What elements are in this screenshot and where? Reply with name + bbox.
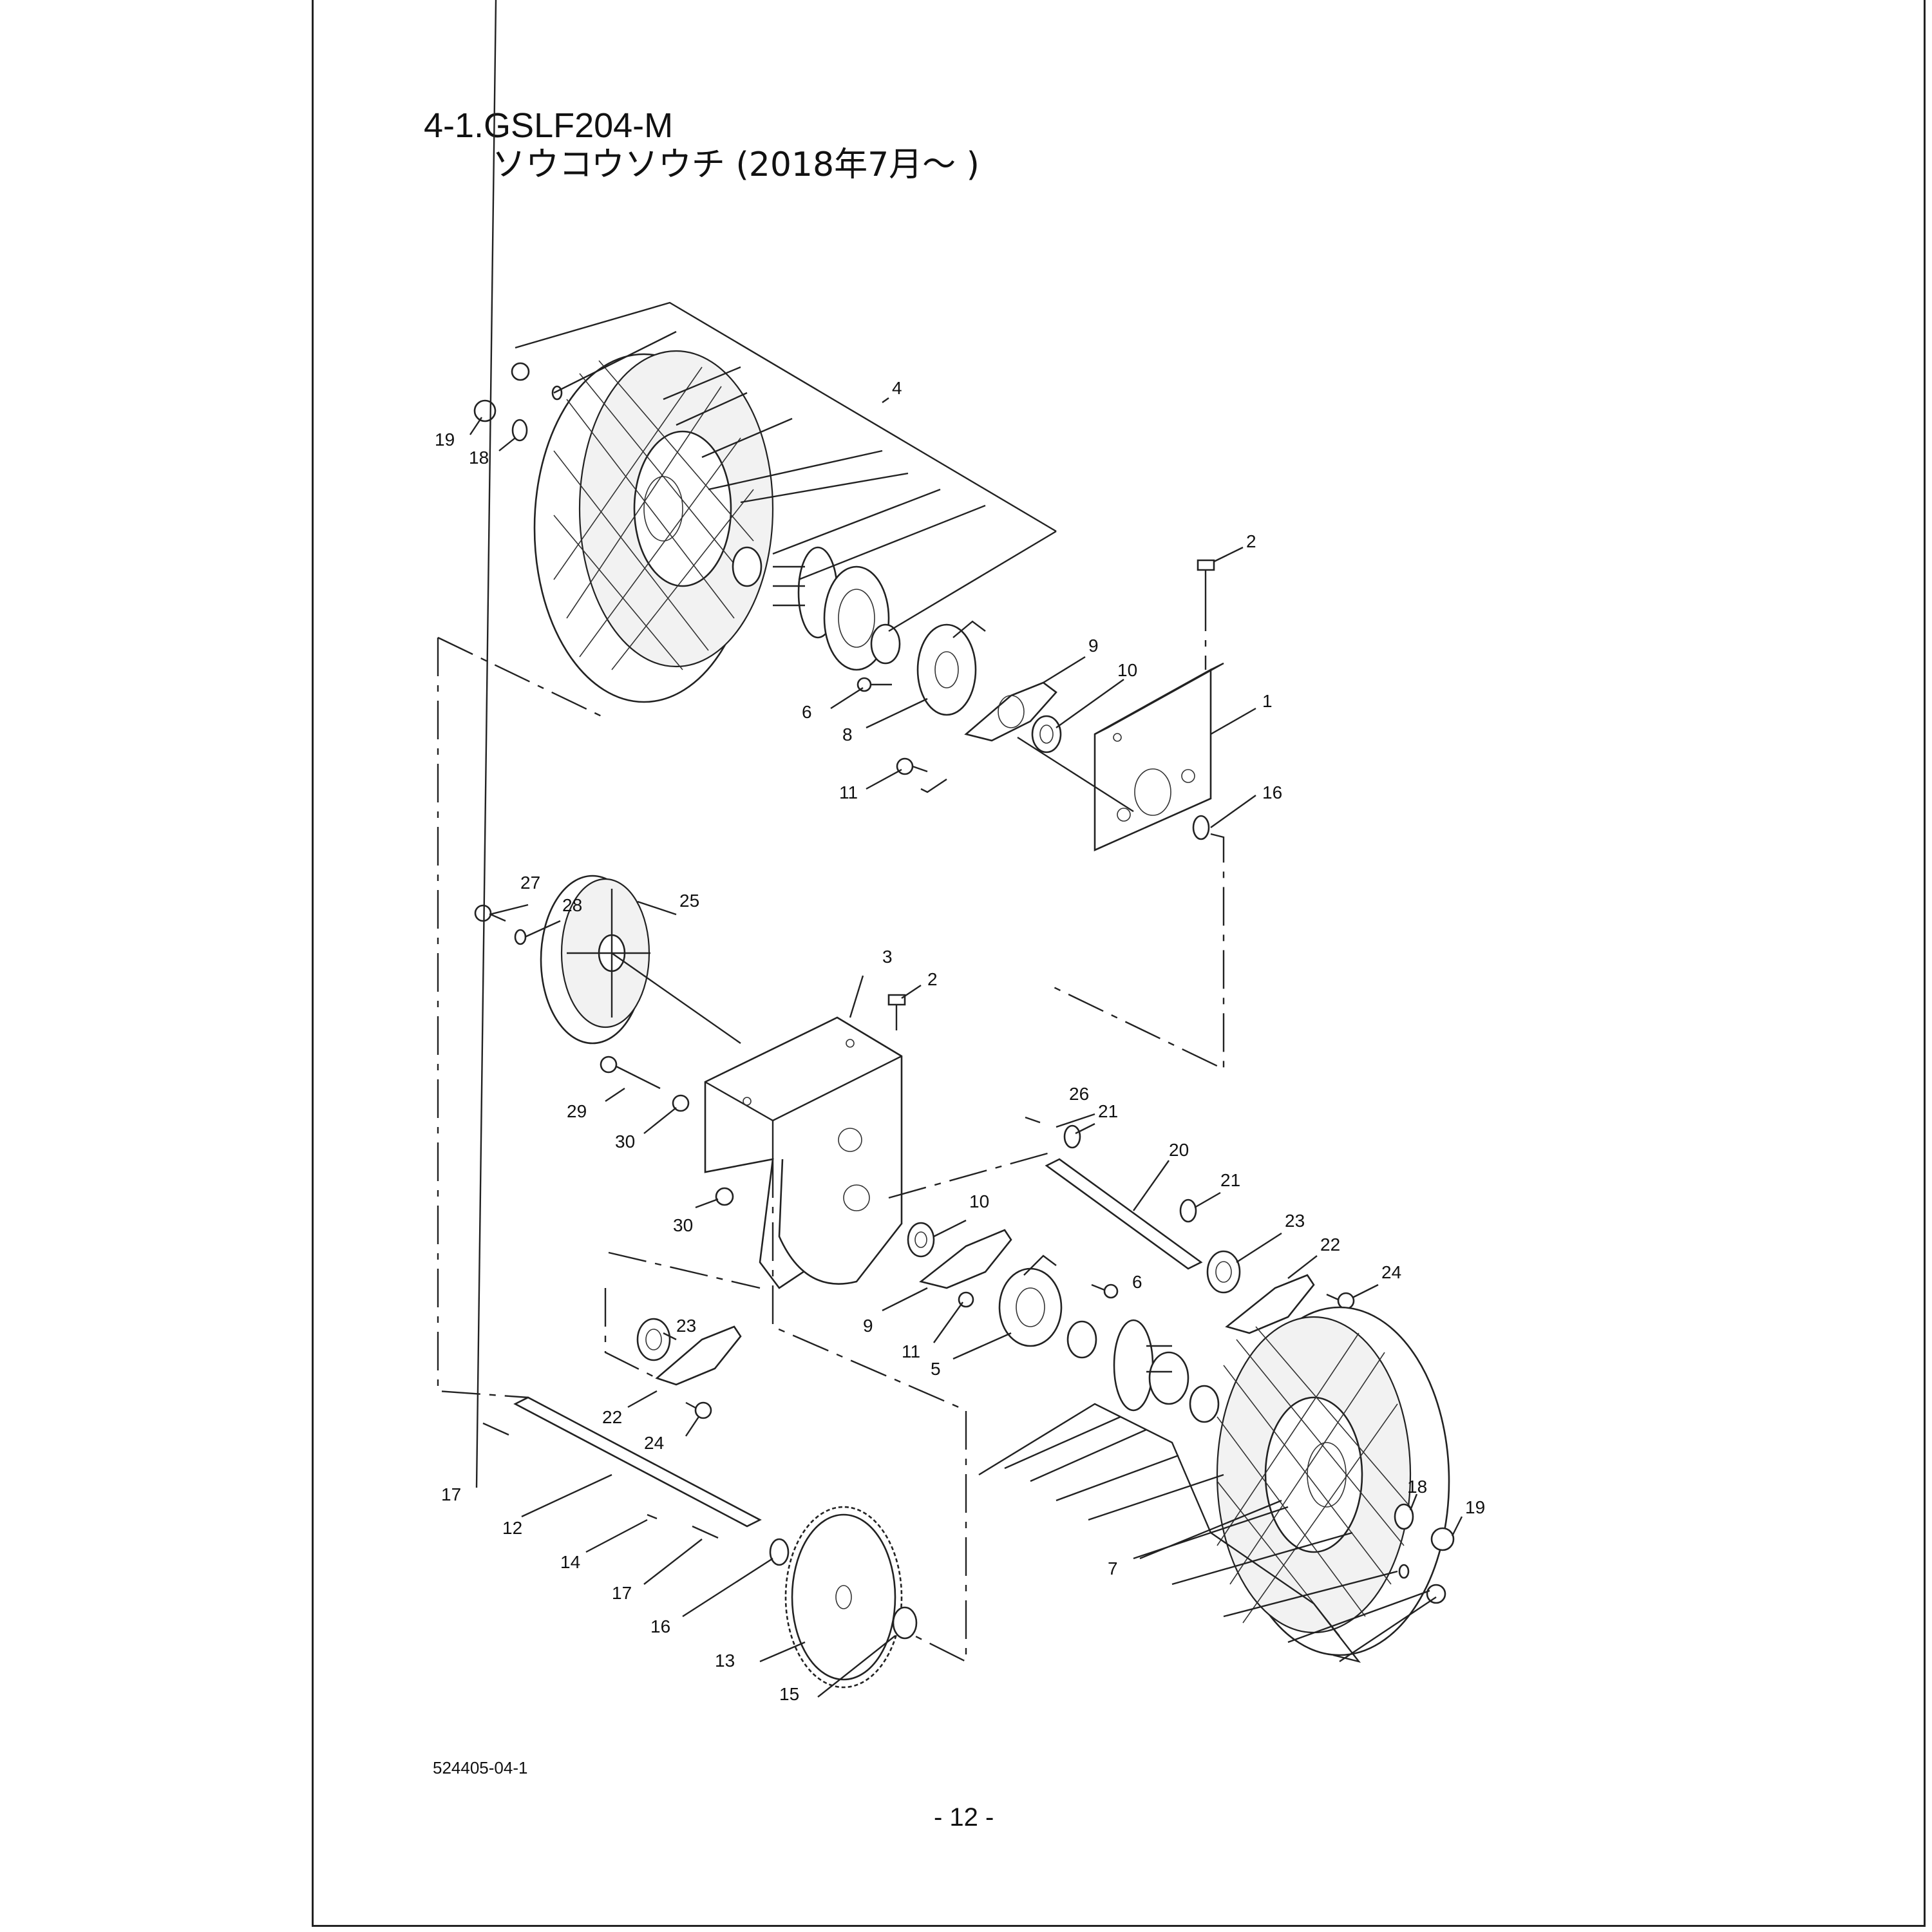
callout-11-top: 11 [839,782,858,802]
callout-4: 4 [892,378,902,398]
flange-bearing-part-9-mid[interactable] [919,1229,1012,1289]
drawing-code: 524405-04-1 [433,1758,528,1777]
top-hub-assembly[interactable] [732,546,901,671]
callout-24-left: 24 [644,1433,664,1453]
shaft-part-20[interactable] [1045,1158,1203,1270]
callout-18-bottom: 18 [1407,1477,1427,1497]
page-frame [312,0,1926,1927]
page-number: - 12 - [934,1803,994,1832]
washer-part-28[interactable] [514,929,527,945]
callout-labels: 4 2 9 10 1 16 6 8 11 19 18 27 28 25 3 2 … [435,378,1485,1704]
callout-10-top: 10 [1117,660,1137,680]
callout-23-right: 23 [1285,1211,1305,1231]
bolt-part-6-mid[interactable] [1091,1283,1119,1299]
bolt-part-6-top[interactable] [857,677,892,692]
callout-24-right: 24 [1381,1262,1401,1282]
callout-9-top: 9 [1088,636,1099,656]
pulley-part-25[interactable] [540,875,650,1045]
nut-part-19-top[interactable] [473,362,530,422]
callout-9-mid: 9 [863,1316,873,1336]
bearing-part-10-mid[interactable] [907,1222,935,1258]
callout-leaders [469,0,1463,1698]
nut-part-30-a[interactable] [672,1094,690,1112]
callout-8: 8 [842,724,853,744]
snap-ring-part-16-bottom[interactable] [769,1538,790,1566]
callout-10-mid: 10 [969,1191,989,1211]
callout-7: 7 [1108,1558,1118,1578]
shaft-part-12[interactable] [513,1396,762,1528]
callout-1: 1 [1262,691,1273,711]
bolt-part-27[interactable] [474,904,506,922]
bearing-part-10-top[interactable] [1031,715,1062,753]
callout-22-left: 22 [602,1407,622,1427]
bottom-wheel-part-7[interactable] [1216,1306,1450,1656]
bolt-part-29[interactable] [600,1056,661,1090]
flange-bearing-part-22-left[interactable] [655,1325,742,1386]
callout-5: 5 [931,1359,941,1379]
callout-20: 20 [1169,1140,1189,1160]
page-subtitle: ソウコウソウチ (2018年7月～ ) [492,146,980,184]
callout-18-top: 18 [469,448,489,468]
callout-16-bottom: 16 [650,1616,670,1636]
bottom-hub-assembly[interactable] [1066,1319,1220,1423]
bushing-part-15[interactable] [892,1606,918,1640]
top-wheel-part-4[interactable] [533,350,774,703]
frame-part-3[interactable] [704,1016,903,1289]
brake-plate-part-8[interactable] [916,620,986,716]
bolt-part-2-top[interactable] [1197,559,1215,592]
callout-19-bottom: 19 [1465,1497,1485,1517]
callout-6-mid: 6 [1132,1272,1142,1292]
pin-part-26[interactable] [1025,1116,1041,1124]
snap-ring-part-16-top[interactable] [1192,815,1210,840]
callout-28: 28 [562,895,582,915]
snap-ring-part-21-a[interactable] [1063,1124,1081,1149]
bolt-part-11-top[interactable] [896,757,928,775]
callout-17-a: 17 [441,1484,461,1504]
bearing-part-23-right[interactable] [1206,1250,1241,1294]
callout-30-a: 30 [615,1132,635,1151]
callout-19-top: 19 [435,430,455,450]
callout-2-top: 2 [1246,531,1256,551]
callout-23-left: 23 [676,1316,696,1336]
page-title: 4-1.GSLF204-M [424,106,674,145]
callout-17-b: 17 [612,1583,632,1603]
key-part-17-a[interactable] [482,1422,509,1436]
callout-15: 15 [779,1684,799,1704]
callout-25: 25 [679,891,699,911]
callout-13: 13 [715,1651,735,1671]
bearing-part-23-left[interactable] [636,1318,671,1361]
key-part-17-b[interactable] [692,1525,719,1539]
snap-ring-part-21-b[interactable] [1179,1198,1197,1223]
callout-11-mid: 11 [902,1341,920,1361]
bolt-part-24-right[interactable] [1326,1292,1355,1310]
callout-27: 27 [520,873,540,893]
callout-29: 29 [567,1101,587,1121]
gear-part-13[interactable] [784,1506,903,1689]
callout-6-top: 6 [802,702,812,722]
washer-part-18-bottom[interactable] [1394,1503,1414,1579]
callout-3: 3 [882,947,893,967]
washer-part-18-top[interactable] [511,385,563,442]
flange-bearing-part-22-right[interactable] [1225,1274,1315,1334]
bolt-part-24-left[interactable] [685,1401,712,1419]
callout-21-a: 21 [1098,1101,1118,1121]
nut-part-30-b[interactable] [715,1187,734,1206]
callout-21-b: 21 [1220,1170,1240,1190]
callout-16-top: 16 [1262,782,1282,802]
callout-2-mid: 2 [927,969,938,989]
callout-26: 26 [1069,1084,1089,1104]
nut-part-19-bottom[interactable] [1426,1527,1455,1604]
callout-30-b: 30 [673,1215,693,1235]
callout-14: 14 [560,1552,580,1572]
bolt-part-2-mid[interactable] [887,994,906,1030]
assembly-lines [437,301,1437,1663]
brake-part-5[interactable] [998,1255,1063,1347]
flange-bearing-part-9-top[interactable] [964,681,1057,742]
callout-22-right: 22 [1320,1235,1340,1255]
key-part-14[interactable] [647,1513,658,1520]
callout-12: 12 [502,1518,522,1538]
